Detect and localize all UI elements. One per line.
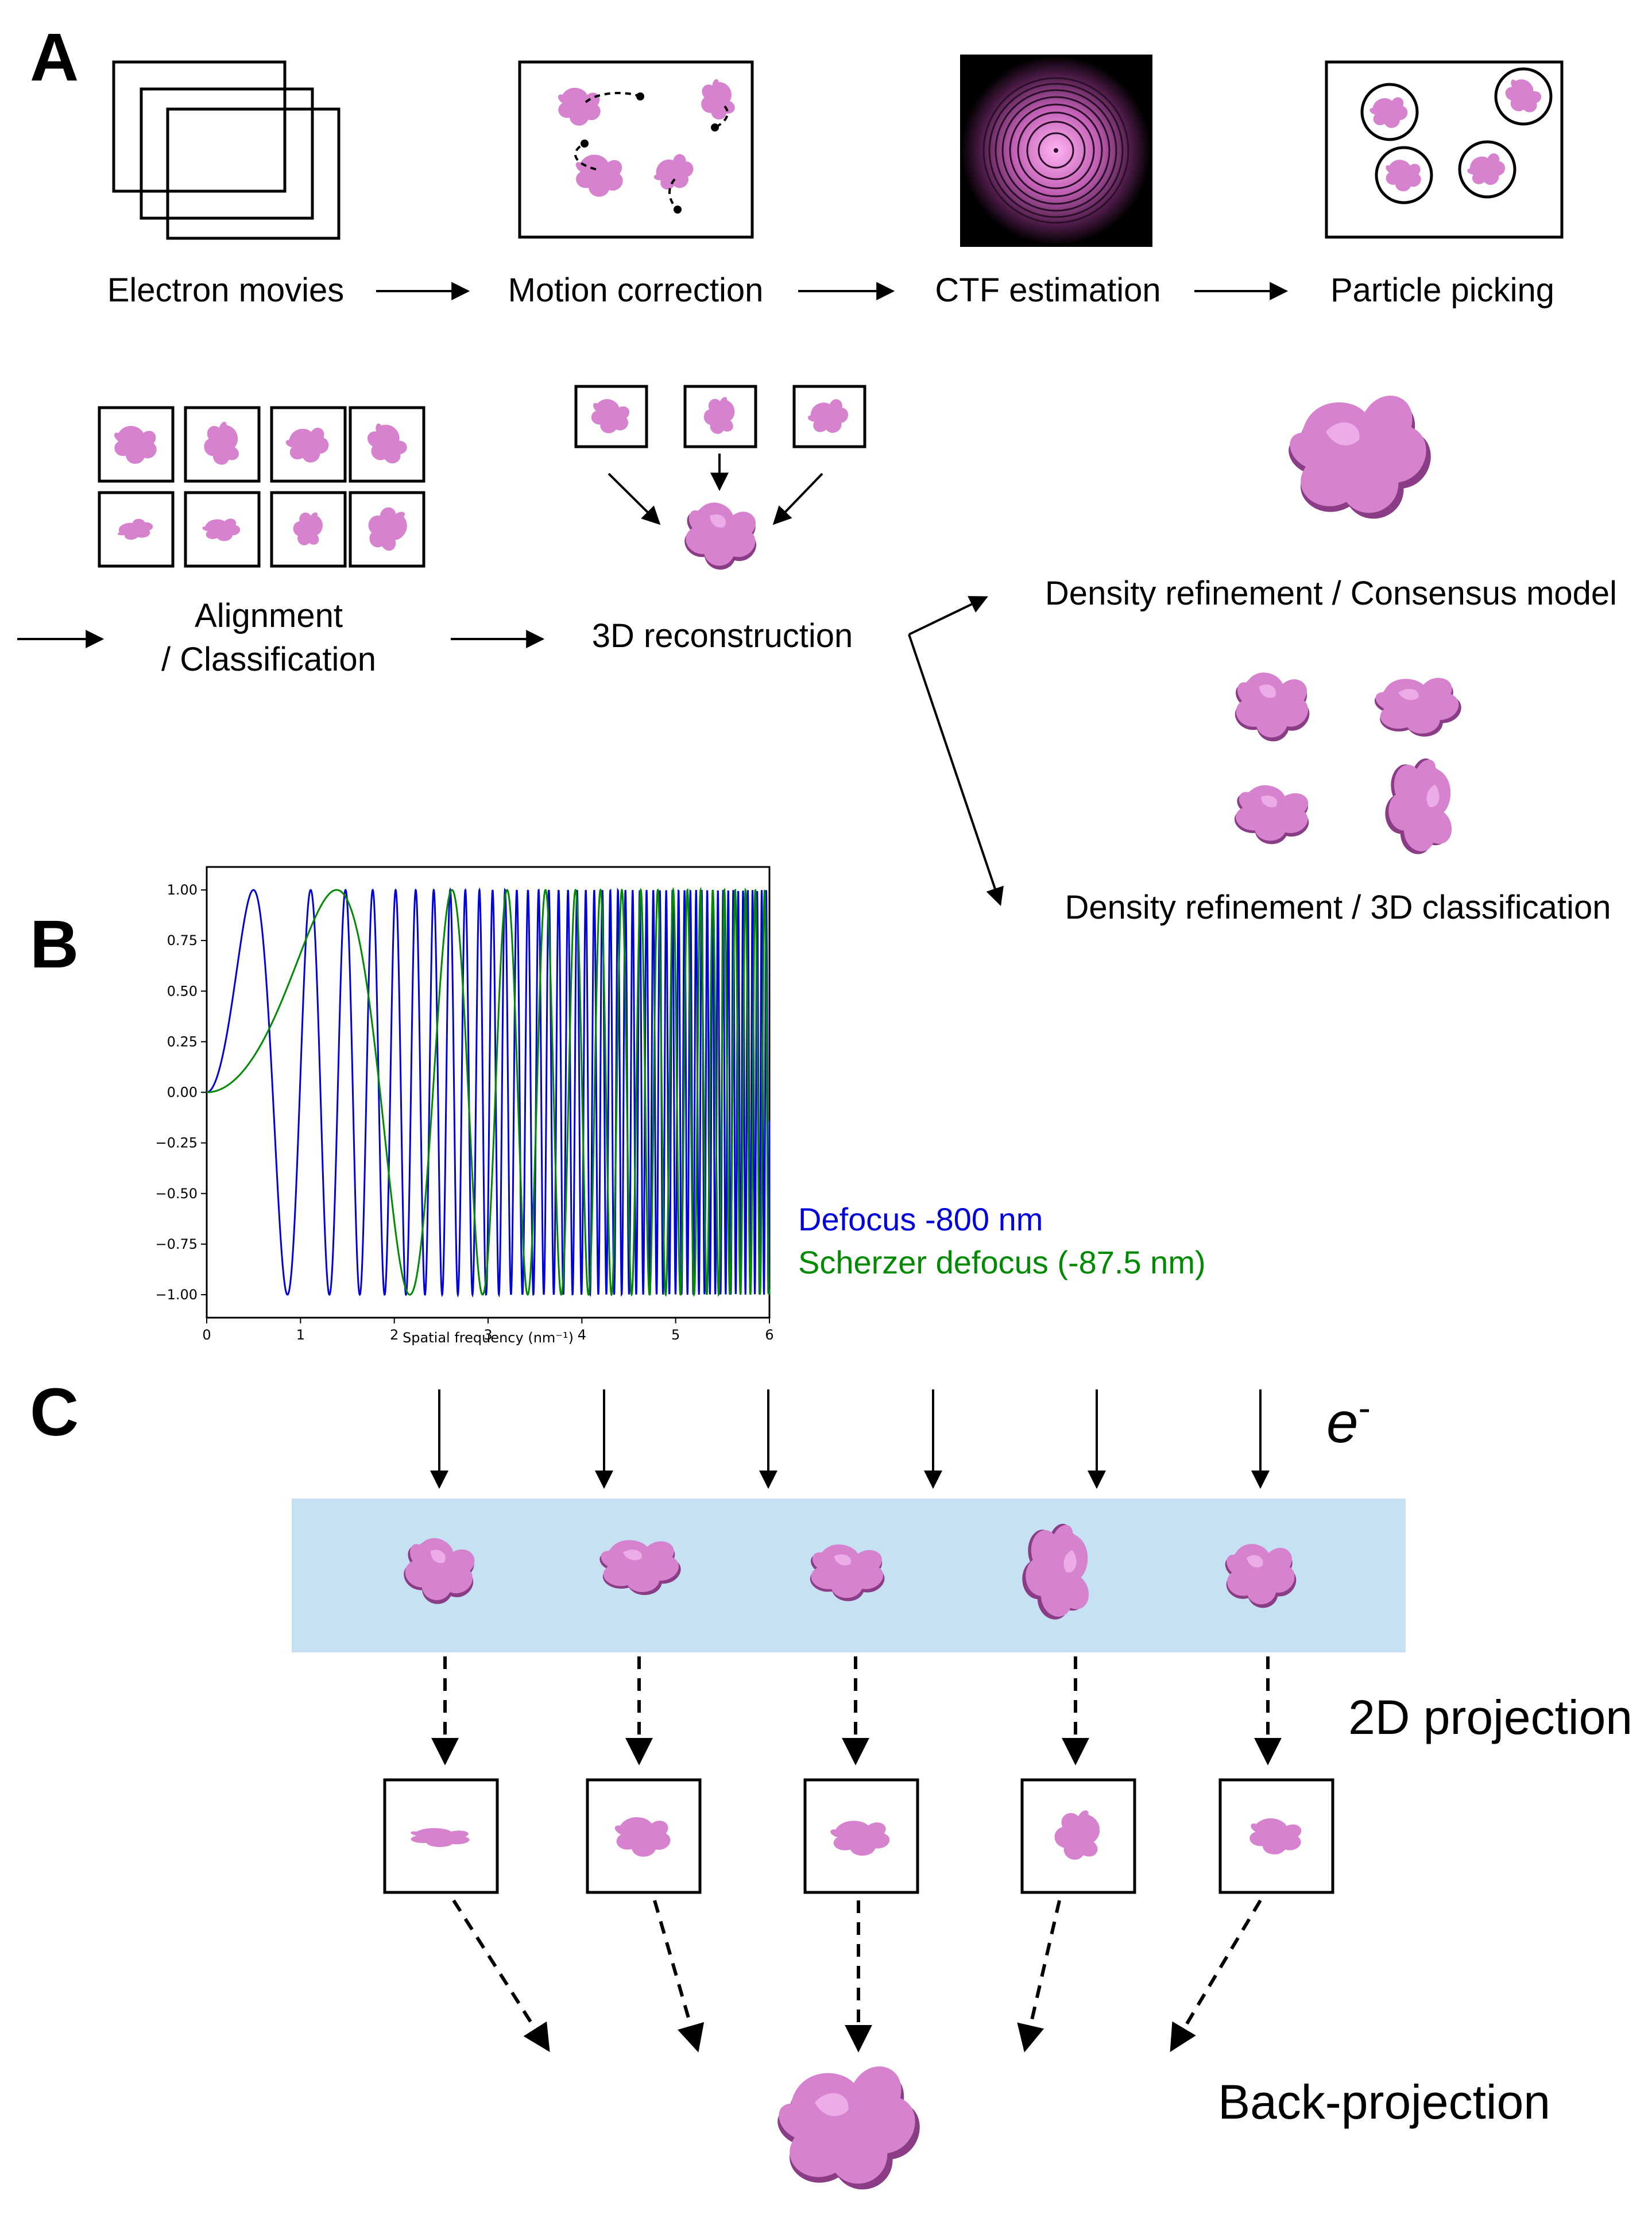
projection-arrows <box>431 1656 1282 1766</box>
label-consensus-model: Density refinement / Consensus model <box>1045 575 1617 612</box>
panel-b-label: B <box>30 907 79 982</box>
label-classification: / Classification <box>161 641 376 678</box>
y-tick-label: 0.25 <box>167 1033 198 1050</box>
x-tick-label: 0 <box>202 1327 211 1343</box>
label-3d-classification: Density refinement / 3D classification <box>1065 889 1611 926</box>
consensus-density-map <box>1279 381 1444 537</box>
electron-movies-icon <box>112 60 341 240</box>
y-tick-label: −0.50 <box>155 1186 198 1202</box>
x-tick-label: 1 <box>296 1327 305 1343</box>
y-tick-label: −0.75 <box>155 1236 198 1252</box>
label-3d-reconstruction: 3D reconstruction <box>592 617 853 655</box>
particle-picking-icon <box>1325 60 1564 239</box>
x-tick-label: 4 <box>578 1327 586 1343</box>
y-tick-label: 0.00 <box>167 1085 198 1101</box>
chart-xlabel: Spatial frequency (nm⁻¹) <box>403 1330 574 1346</box>
backprojected-density-map <box>768 2052 933 2208</box>
y-tick-label: 0.50 <box>167 983 198 999</box>
motion-correction-icon <box>518 60 754 239</box>
y-tick-label: 0.75 <box>167 932 198 948</box>
ctf-power-spectrum <box>960 55 1152 247</box>
projection-images <box>383 1778 1334 1894</box>
panel-a-label: A <box>30 20 79 95</box>
reconstruction-inputs <box>574 385 866 576</box>
3d-classes <box>1229 670 1467 861</box>
label-motion-correction: Motion correction <box>508 272 764 309</box>
series-scherzer-defocus <box>207 886 771 1297</box>
y-tick-label: −0.25 <box>155 1135 198 1151</box>
x-tick-label: 2 <box>390 1327 399 1343</box>
label-ctf-estimation: CTF estimation <box>935 272 1160 309</box>
label-alignment: Alignment <box>195 597 343 634</box>
x-tick-label: 5 <box>671 1327 680 1343</box>
ctf-chart: 1.00 0.75 0.50 0.25 0.00 −0.25 −0.50 −0.75 −1.00… <box>155 866 774 1346</box>
label-electron-movies: Electron movies <box>107 272 345 309</box>
series-defocus-800nm <box>206 887 771 1298</box>
legend-scherzer-defocus: Scherzer defocus (-87.5 nm) <box>798 1244 1206 1280</box>
backprojection-arrows <box>452 1899 1262 2053</box>
electron-symbol: e- <box>1326 1387 1371 1455</box>
class-averages-grid <box>98 406 425 568</box>
electron-beam-arrows <box>430 1389 1270 1489</box>
panel-c-label: C <box>30 1375 79 1450</box>
y-tick-label: −1.00 <box>155 1287 198 1303</box>
x-tick-label: 6 <box>765 1327 773 1343</box>
label-particle-picking: Particle picking <box>1330 272 1554 309</box>
label-back-projection: Back-projection <box>1218 2075 1550 2129</box>
y-tick-label: 1.00 <box>167 882 198 898</box>
row2-arrows <box>17 596 1004 907</box>
label-2d-projection: 2D projection <box>1348 1690 1632 1744</box>
legend-defocus-800nm: Defocus -800 nm <box>798 1201 1043 1237</box>
x-tick-label: 3 <box>483 1327 492 1343</box>
